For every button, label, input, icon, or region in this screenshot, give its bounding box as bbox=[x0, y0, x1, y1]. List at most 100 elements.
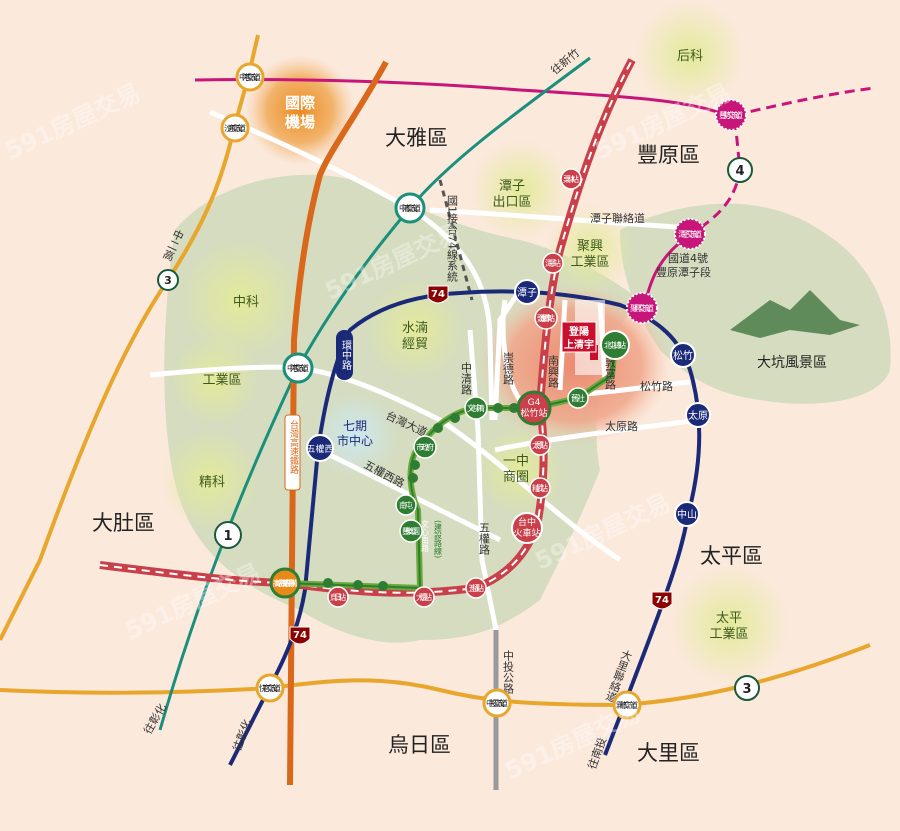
zone-taiping-ind-2: 工業區 bbox=[709, 626, 748, 642]
svg-text:快官交流道: 快官交流道 bbox=[259, 683, 281, 693]
mrt-minor-stops bbox=[323, 403, 519, 591]
svg-text:豐勢交流道: 豐勢交流道 bbox=[719, 110, 743, 120]
svg-text:五權站: 五權站 bbox=[468, 583, 484, 593]
mrt-station-fengle[interactable]: 豐樂公園 bbox=[399, 519, 423, 543]
interchange-zhonggang-north[interactable]: 中港交流道 bbox=[235, 62, 265, 92]
road-taiyuan: 太原路 bbox=[605, 420, 638, 433]
hwy-74-shield: 74 bbox=[289, 626, 311, 645]
mrt-station-nantun[interactable]: 南屯 bbox=[395, 494, 417, 516]
glow-houke bbox=[635, 0, 745, 110]
hsr-label-badge: 台灣高速鐵路 bbox=[284, 414, 301, 491]
road-fwy4-seg-2: 豐原潭子段 bbox=[656, 265, 711, 279]
svg-text:中清交流道: 中清交流道 bbox=[399, 203, 421, 213]
rail-station-wuri[interactable]: 烏日站 bbox=[327, 586, 349, 608]
mrt-station-jiushe[interactable]: 舊社 bbox=[567, 387, 589, 409]
interchange-zhongtou[interactable]: 中投交流道 bbox=[482, 688, 512, 718]
zone-juxing-2: 工業區 bbox=[570, 254, 609, 270]
high-speed-rail bbox=[287, 60, 389, 786]
svg-text:南屯: 南屯 bbox=[399, 500, 413, 510]
svg-text:高鐵台中站(三鐵共構): 高鐵台中站(三鐵共構) bbox=[273, 578, 298, 588]
mrt-station-wenxin-zhongqing[interactable]: 文心中清 bbox=[464, 396, 488, 420]
interchange-tanzi[interactable]: 潭子交流道 bbox=[674, 218, 706, 250]
svg-text:潭子交流道: 潭子交流道 bbox=[678, 229, 702, 239]
mountain-icon bbox=[730, 290, 860, 338]
mrt-station-city-hall[interactable]: 市政府 bbox=[413, 435, 437, 459]
hwy-74-shield: 74 bbox=[651, 591, 673, 610]
svg-text:豐樂公園: 豐樂公園 bbox=[402, 526, 420, 536]
mrt-station-beitun[interactable]: 北屯總站 bbox=[600, 330, 630, 360]
svg-text:中山: 中山 bbox=[677, 508, 697, 521]
hwy-74-shield: 74 bbox=[427, 285, 449, 304]
glow-industrial bbox=[170, 335, 260, 425]
district-taiping: 太平區 bbox=[700, 544, 763, 568]
hsr-label: 台灣高速鐵路 bbox=[288, 419, 299, 475]
interchange-juxing[interactable]: 聚興交流道 bbox=[626, 292, 658, 324]
rail-station-tanzi[interactable]: 潭子站 bbox=[542, 252, 564, 274]
system-link-road bbox=[438, 179, 474, 301]
svg-text:聚興交流道: 聚興交流道 bbox=[630, 303, 654, 313]
mrt-line-note: (建設路線) bbox=[434, 520, 443, 558]
zone-juxing-1: 聚興 bbox=[577, 239, 603, 254]
svg-text:精武站: 精武站 bbox=[532, 483, 548, 493]
interchange-wufeng[interactable]: 霧峰交流道 bbox=[612, 690, 642, 720]
rail-station-toujiacuo[interactable]: 頭家厝車站 bbox=[534, 306, 558, 330]
svg-text:松竹: 松竹 bbox=[673, 349, 693, 362]
ring-station-taiyuan[interactable]: 太原 bbox=[685, 402, 711, 428]
freeway-4 bbox=[194, 77, 726, 117]
zone-tanzi-export-2: 出口區 bbox=[492, 195, 531, 210]
zone-yizhong-1: 一中 bbox=[503, 454, 529, 469]
ring-station-wuquanxi[interactable]: 五權西 bbox=[306, 434, 334, 462]
svg-text:沙鹿交流道: 沙鹿交流道 bbox=[224, 123, 246, 133]
freeway-4-planned bbox=[734, 86, 876, 117]
svg-text:潭子站: 潭子站 bbox=[545, 258, 561, 268]
project-name-2: 上清宇 bbox=[564, 338, 594, 351]
interchange-zhongqing[interactable]: 中清交流道 bbox=[394, 192, 426, 224]
svg-text:舊社: 舊社 bbox=[571, 393, 585, 403]
svg-text:文心中清: 文心中清 bbox=[467, 403, 485, 413]
interchange-shalu[interactable]: 沙鹿交流道 bbox=[220, 113, 250, 143]
mrt-line-label: 文心南路 bbox=[421, 519, 430, 552]
svg-text:烏日站: 烏日站 bbox=[330, 592, 346, 602]
svg-text:台中: 台中 bbox=[518, 516, 536, 528]
svg-text:3: 3 bbox=[164, 274, 172, 287]
zone-taiping-ind-1: 太平 bbox=[716, 611, 742, 626]
svg-text:松竹站: 松竹站 bbox=[520, 407, 547, 419]
rail-station-daqing[interactable]: 大慶站 bbox=[413, 586, 435, 608]
svg-text:市政府: 市政府 bbox=[416, 442, 434, 452]
interchange-zhonggang[interactable]: 中港交流道 bbox=[282, 352, 314, 384]
zone-tanzi-export-1: 潭子 bbox=[499, 179, 525, 194]
district-wuri: 烏日區 bbox=[388, 733, 451, 757]
svg-text:潭子: 潭子 bbox=[517, 287, 537, 299]
project-name-1: 登陽 bbox=[568, 325, 589, 338]
rail-station-hsr-taichung[interactable]: 高鐵台中站(三鐵共構) bbox=[269, 567, 301, 599]
zone-airport-1: 國際 bbox=[285, 94, 316, 112]
road-zhongqing: 中清路 bbox=[460, 362, 473, 396]
ring-station-songzhu[interactable]: 松竹 bbox=[670, 342, 696, 368]
interchange-fengshi[interactable]: 豐勢交流道 bbox=[715, 99, 747, 131]
road-chongde: 崇德路 bbox=[502, 352, 515, 386]
road-dunfu: 敦富路 bbox=[604, 356, 617, 391]
rail-station-taiyuan[interactable]: 太原站 bbox=[529, 434, 551, 456]
svg-text:栗林站: 栗林站 bbox=[563, 174, 579, 184]
glow-zhongke bbox=[180, 240, 300, 360]
zone-airport-2: 機場 bbox=[285, 113, 315, 131]
svg-text:74: 74 bbox=[293, 630, 307, 641]
rail-station-jingwu[interactable]: 精武站 bbox=[529, 477, 551, 499]
freeway-1-shield: 1 bbox=[214, 521, 242, 549]
interchange-kuaiguan[interactable]: 快官交流道 bbox=[255, 673, 285, 703]
zone-shuinan-1: 水湳 bbox=[402, 321, 428, 336]
district-daya: 大雅區 bbox=[385, 126, 448, 150]
project-label[interactable]: 登陽 上清宇 bbox=[561, 321, 597, 353]
ring-station-tanzi[interactable]: 潭子 bbox=[514, 279, 540, 305]
svg-text:五權西: 五權西 bbox=[306, 443, 333, 455]
teal-highway bbox=[158, 56, 591, 731]
road-nanxing: 南興路 bbox=[547, 355, 560, 389]
rail-station-wuquan[interactable]: 五權站 bbox=[465, 577, 487, 599]
ring-station-zhongshan[interactable]: 中山 bbox=[674, 501, 700, 527]
svg-text:4: 4 bbox=[735, 164, 744, 179]
svg-text:74: 74 bbox=[431, 289, 445, 300]
rail-station-lilin[interactable]: 栗林站 bbox=[560, 168, 582, 190]
zone-shuinan-2: 經貿 bbox=[402, 337, 428, 352]
